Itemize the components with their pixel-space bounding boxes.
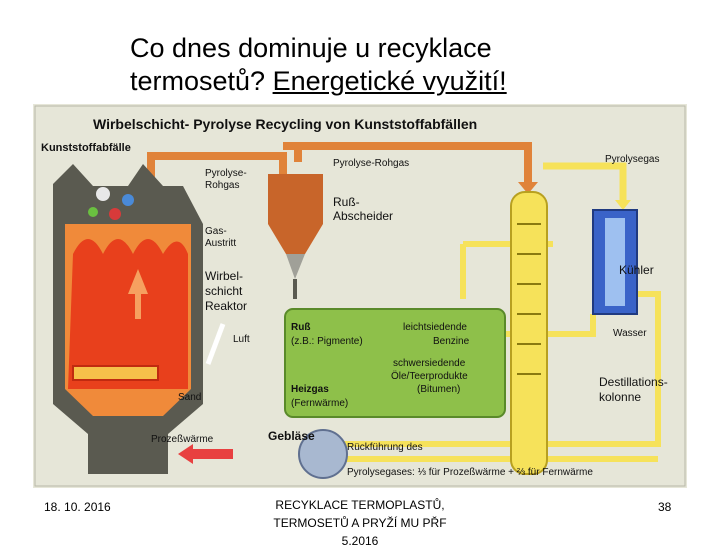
label-wirbelschicht-3: Reaktor: [205, 299, 247, 313]
label-luft: Luft: [233, 334, 250, 345]
waste-piece-icon: [122, 194, 134, 206]
label-gas-austritt-2: Austritt: [205, 238, 236, 249]
footer-center-line-1: RECYKLACE TERMOPLASTŮ,: [275, 498, 445, 512]
label-wasser: Wasser: [613, 328, 647, 339]
luft-arrow-icon: [205, 323, 226, 365]
title-line-2-plain: termosetů?: [130, 66, 273, 96]
title-line-2-underlined: Energetické využití!: [272, 66, 507, 96]
arrow-rohgas-column: [518, 182, 538, 194]
products-box: [284, 308, 506, 418]
geblaese-icon: [298, 429, 348, 479]
label-leichtsiedende-1: leichtsiedende: [403, 322, 467, 333]
label-geblaese: Gebläse: [268, 429, 315, 443]
title-line-2: termosetů? Energetické využití!: [130, 65, 690, 98]
label-schwersiedende-2: Öle/Teerprodukte: [391, 370, 468, 382]
column-trays: [517, 223, 541, 375]
reactor-flow-arrow-icon: [128, 269, 148, 319]
footer-center-line-3: 5.2016: [341, 534, 379, 548]
cooler-coil: [605, 218, 625, 306]
label-bitumen: (Bitumen): [417, 384, 460, 395]
label-kunststoffabfaelle: Kunststoffabfälle: [41, 142, 131, 154]
prozesswaerme-arrow-icon: [178, 444, 233, 464]
label-schwersiedende-1: schwersiedende: [393, 358, 466, 369]
label-destillations-2: kolonne: [599, 390, 641, 404]
arrow-pyrolysegas-cooler: [615, 200, 631, 210]
cyclone-body: [268, 174, 323, 254]
footer-date: 18. 10. 2016: [44, 500, 111, 514]
label-destillations-1: Destillations-: [599, 375, 668, 389]
footer-center-line-2: TERMOSETŮ A PRYŽÍ MU PŘF: [273, 516, 447, 530]
label-russ: Ruß: [291, 322, 310, 333]
label-pyrolysegas: Pyrolysegas: [605, 154, 659, 165]
pipe-gas-return: [323, 291, 661, 447]
diagram-heading: Wirbelschicht- Pyrolyse Recycling von Ku…: [93, 116, 477, 132]
label-russ-abscheider-2: Abscheider: [333, 209, 393, 223]
title-line-1: Co dnes dominuje u recyklace: [130, 33, 492, 63]
waste-piece-icon: [96, 187, 110, 201]
label-wirbelschicht-1: Wirbel-: [205, 269, 243, 283]
reactor-heating-tube: [72, 365, 159, 381]
reactor-flames: [68, 239, 188, 389]
label-leichtsiedende-2: Benzine: [433, 336, 470, 347]
waste-piece-icon: [109, 208, 121, 220]
label-heizgas-2: (Fernwärme): [291, 398, 348, 409]
label-pyrolysegases: Pyrolysegases: ⅓ für Prozeßwärme + ⅔ für…: [347, 467, 593, 478]
slide-title: Co dnes dominuje u recyklace termosetů? …: [130, 32, 690, 98]
pyrolysis-diagram: Wirbelschicht- Pyrolyse Recycling von Ku…: [33, 104, 687, 488]
distillation-column: [510, 191, 548, 475]
pipe-pyrolysegas-cooler: [543, 162, 627, 200]
waste-piece-icon: [88, 207, 98, 217]
cyclone-cone: [286, 254, 305, 279]
label-kuehler: Kühler: [619, 263, 654, 277]
label-pyrolyse-rohgas-left-2: Rohgas: [205, 180, 239, 191]
label-gas-austritt-1: Gas-: [205, 226, 227, 237]
label-pyrolyse-rohgas-top: Pyrolyse-Rohgas: [333, 158, 409, 169]
label-pigmente: (z.B.: Pigmente): [291, 336, 363, 347]
label-wirbelschicht-2: schicht: [205, 284, 243, 298]
footer-center: RECYKLACE TERMOPLASTŮ, TERMOSETŮ A PRYŽÍ…: [250, 496, 470, 548]
diagram-border: [34, 105, 686, 487]
pipe-rohgas-top: [283, 142, 532, 182]
page-number: 38: [658, 500, 672, 514]
label-rueckfuehrung: Rückführung des: [347, 442, 423, 453]
label-pyrolyse-rohgas-left-1: Pyrolyse-: [205, 168, 247, 179]
label-russ-abscheider-1: Ruß-: [333, 195, 360, 209]
label-sand: Sand: [178, 392, 201, 403]
label-heizgas-1: Heizgas: [291, 384, 329, 395]
label-prozesswaerme: Prozeßwärme: [151, 434, 214, 445]
